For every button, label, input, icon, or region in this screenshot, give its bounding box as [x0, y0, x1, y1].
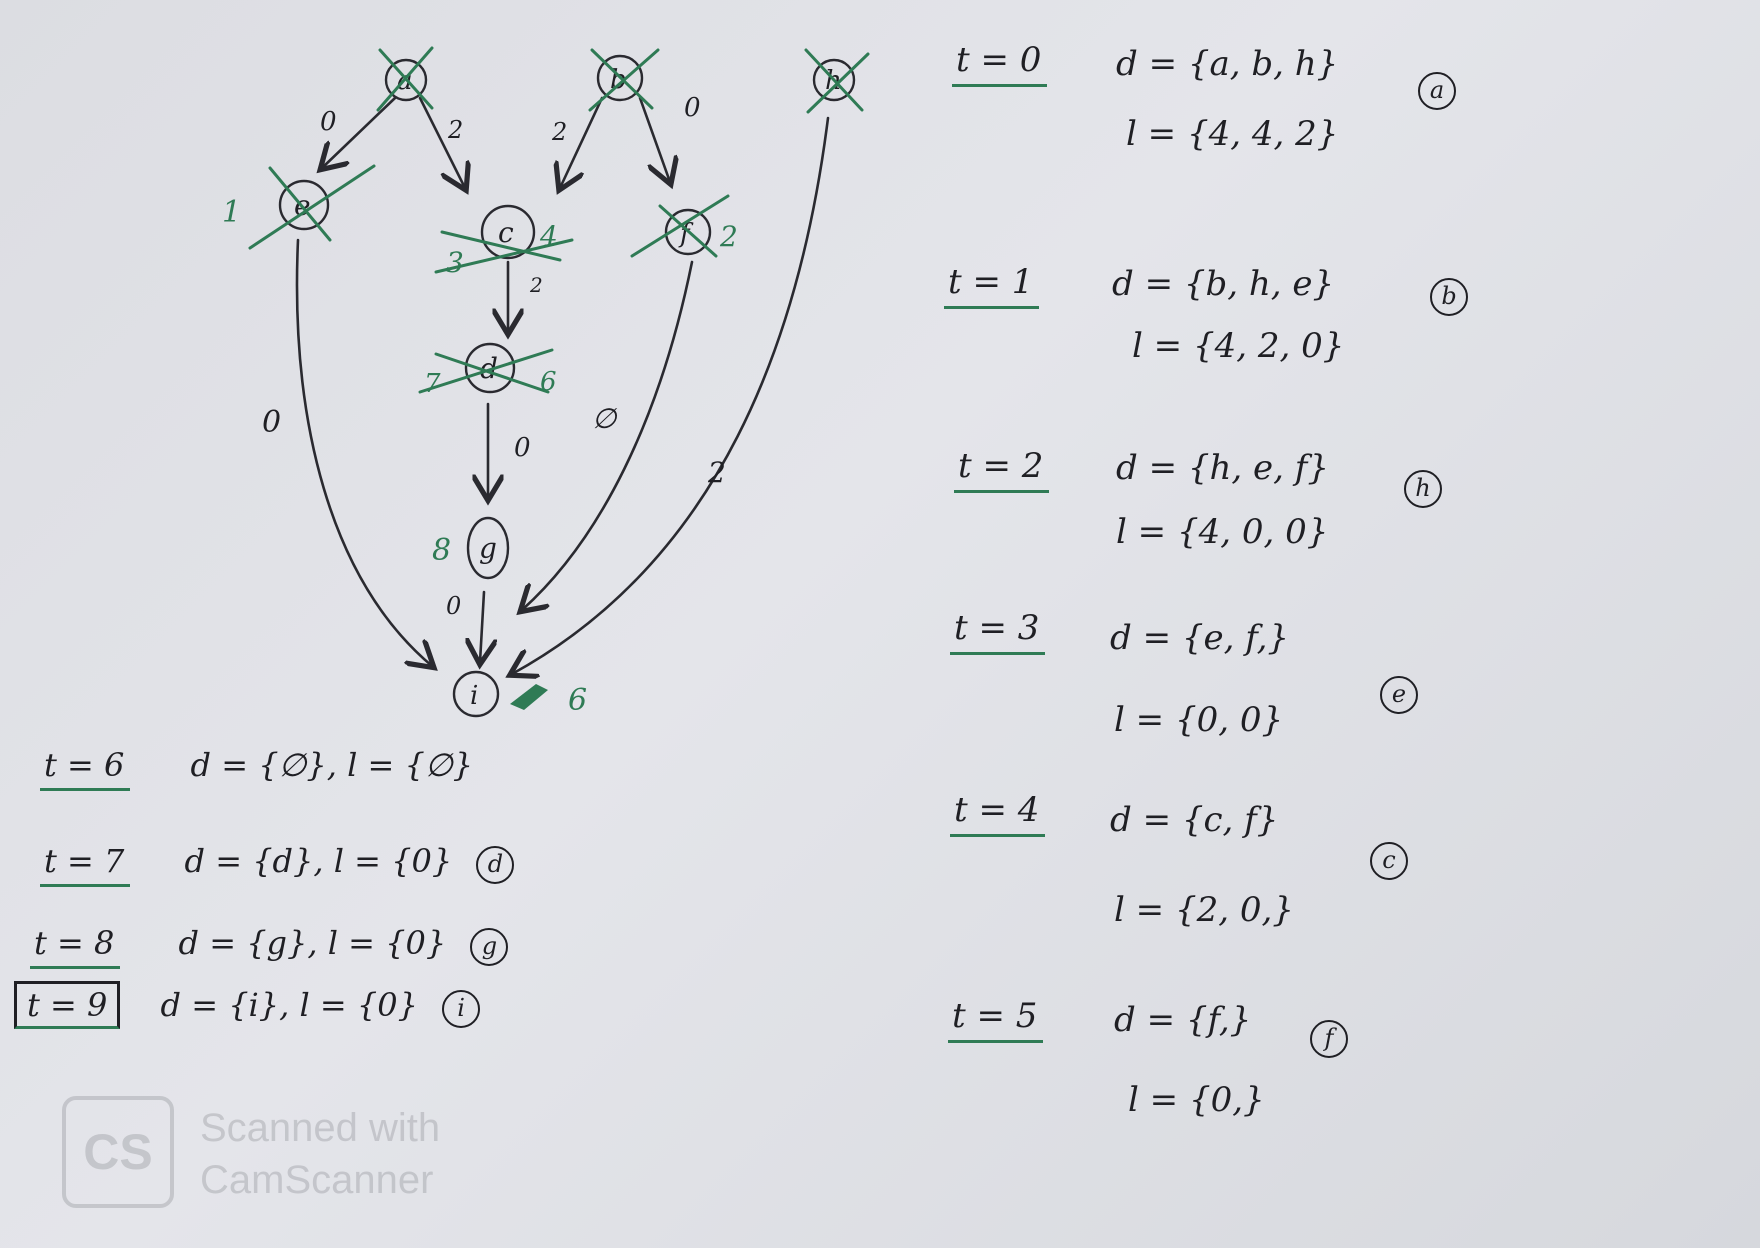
- cross-mark-icon: [376, 46, 434, 112]
- picked-node-badge: i: [442, 990, 481, 1028]
- weight-a-c: 2: [447, 116, 463, 144]
- edge-a-c: [418, 96, 465, 188]
- picked-node-badge: e: [1366, 676, 1418, 714]
- time-label: t = 4: [950, 790, 1046, 837]
- graph-edges: [295, 96, 830, 674]
- step-l-set: l = {0,}: [1128, 1080, 1265, 1120]
- edge-g-i: [480, 590, 484, 662]
- cross-mark-icon: [418, 348, 554, 394]
- edge-b-c: [560, 96, 604, 188]
- weight-b-f: 0: [684, 93, 701, 123]
- node-h: h: [804, 48, 870, 114]
- time-label: t = 0: [952, 40, 1048, 87]
- step-sets: d = {g}, l = {0}: [178, 924, 447, 962]
- cross-mark-icon: [248, 164, 376, 250]
- step-row: t = 8 d = {g}, l = {0} g: [30, 924, 509, 969]
- picked-node-badge: h: [1390, 470, 1442, 508]
- node-g-time: 8: [432, 533, 451, 568]
- weight-f-i: ∅: [592, 402, 618, 435]
- svg-text:c: c: [498, 216, 514, 249]
- step-row: t = 3: [950, 608, 1046, 655]
- time-label: t = 7: [40, 842, 131, 887]
- time-label: t = 2: [954, 446, 1050, 493]
- step-sets: d = {d}, l = {0}: [184, 842, 453, 880]
- final-time-label: t = 9: [14, 981, 121, 1029]
- cross-mark-icon: [588, 48, 660, 112]
- node-f-time: 2: [719, 220, 738, 253]
- step-d-set: d = {f,}: [1114, 1000, 1252, 1040]
- weight-h-i: 2: [707, 456, 726, 489]
- edge-f-i: [522, 260, 694, 610]
- green-mark-icon: [510, 684, 548, 710]
- node-e-time: 1: [222, 195, 241, 230]
- node-e: e 1: [222, 164, 376, 250]
- edge-h-i: [512, 116, 830, 674]
- weight-a-e: 0: [320, 107, 337, 137]
- step-l-set: l = {4, 4, 2}: [1126, 114, 1339, 154]
- time-label: t = 1: [944, 262, 1040, 309]
- node-a: a: [376, 46, 434, 112]
- edge-e-i: [295, 238, 432, 666]
- step-d-set: d = {h, e, f}: [1116, 448, 1329, 488]
- time-label: t = 5: [948, 996, 1044, 1043]
- cross-mark-icon: [630, 194, 730, 258]
- node-b: b: [588, 48, 660, 112]
- step-l-set: l = {2, 0,}: [1114, 890, 1294, 930]
- step-row: t = 6 d = {∅}, l = {∅}: [40, 746, 473, 791]
- node-c-time: 4: [539, 220, 558, 253]
- node-c-time-crossed: 3: [446, 246, 464, 279]
- graph-nodes: a b h e 1: [222, 46, 870, 718]
- step-l-set: l = {0, 0}: [1114, 700, 1284, 740]
- step-row: t = 2: [954, 446, 1050, 493]
- watermark-text: Scanned with CamScanner: [200, 1106, 441, 1202]
- cross-mark-icon: [804, 48, 870, 114]
- svg-text:g: g: [479, 532, 497, 565]
- camscanner-watermark: CS Scanned with CamScanner: [62, 1096, 522, 1208]
- camscanner-logo: CS: [62, 1096, 174, 1208]
- picked-node-badge: f: [1296, 1020, 1348, 1058]
- step-l-set: l = {4, 2, 0}: [1132, 326, 1345, 366]
- step-d-set: d = {c, f}: [1110, 800, 1279, 840]
- picked-node-badge: a: [1404, 72, 1456, 110]
- step-row-final: t = 9 d = {i}, l = {0} i: [14, 981, 481, 1029]
- picked-node-badge: g: [470, 928, 509, 966]
- step-d-set: d = {e, f,}: [1110, 618, 1290, 658]
- time-label: t = 8: [30, 924, 121, 969]
- step-row: t = 0: [952, 40, 1048, 87]
- weight-g-i: 0: [446, 592, 461, 620]
- edge-b-f: [638, 96, 670, 182]
- picked-node-badge: c: [1356, 842, 1408, 880]
- step-sets: d = {i}, l = {0}: [160, 986, 418, 1024]
- weight-c-d: 2: [529, 273, 543, 297]
- node-c: c 3 4: [434, 204, 574, 279]
- node-d-time-crossed: 7: [424, 369, 441, 399]
- weight-e-i: 0: [262, 405, 281, 440]
- time-label: t = 6: [40, 746, 131, 791]
- step-row: t = 1: [944, 262, 1040, 309]
- step-sets: d = {∅}, l = {∅}: [190, 746, 474, 784]
- step-row: t = 5: [948, 996, 1044, 1043]
- node-i-time: 6: [568, 683, 587, 718]
- cross-mark-icon: [434, 230, 574, 274]
- svg-text:i: i: [470, 681, 478, 711]
- step-row: t = 4: [950, 790, 1046, 837]
- node-d: d 7 6: [418, 342, 557, 399]
- edge-weights: 0 2 2 0 2 0 0 0 ∅ 2: [262, 93, 726, 620]
- node-f: f 2: [630, 194, 738, 258]
- step-d-set: d = {a, b, h}: [1116, 44, 1339, 84]
- step-row: t = 7 d = {d}, l = {0} d: [40, 842, 515, 887]
- node-d-time: 6: [540, 367, 557, 397]
- node-g: g 8: [432, 516, 510, 580]
- edge-a-e: [322, 96, 397, 168]
- weight-d-g: 0: [514, 433, 531, 463]
- step-l-set: l = {4, 0, 0}: [1116, 512, 1329, 552]
- picked-node-badge: d: [476, 846, 515, 884]
- node-i: i 6: [452, 670, 587, 718]
- weight-b-c: 2: [551, 118, 567, 146]
- picked-node-badge: b: [1416, 278, 1468, 316]
- step-d-set: d = {b, h, e}: [1112, 264, 1335, 304]
- time-label: t = 3: [950, 608, 1046, 655]
